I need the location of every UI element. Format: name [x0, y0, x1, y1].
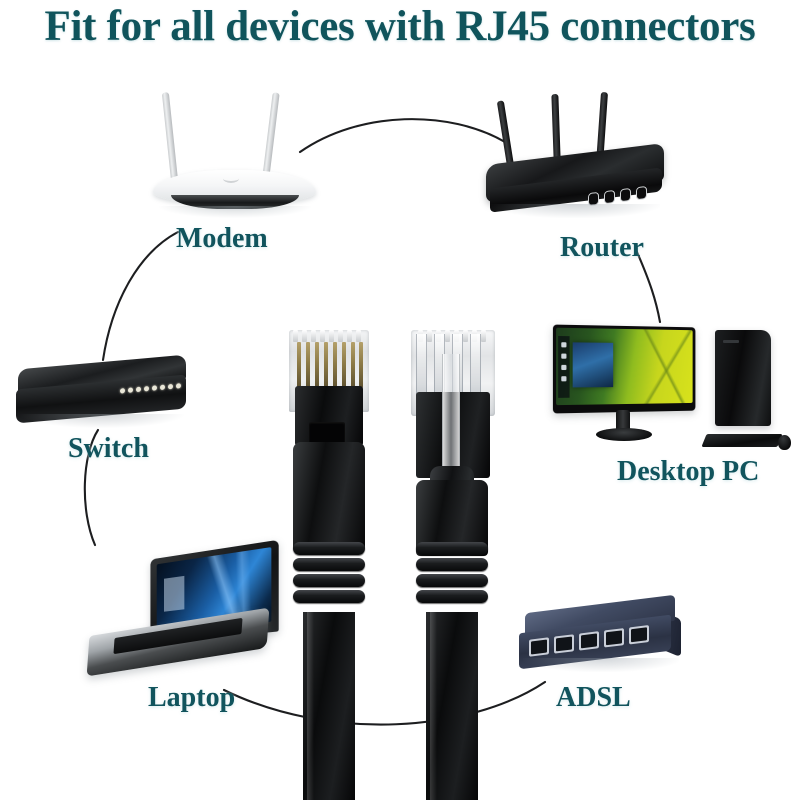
adsl-rj45-port	[629, 625, 649, 645]
router-led	[636, 185, 647, 201]
flat-ethernet-cable	[303, 612, 355, 800]
rj45-connector-rear	[406, 330, 501, 800]
arc-switch-to-modem	[101, 230, 180, 362]
modem-antenna-left	[161, 92, 178, 181]
router-shadow	[490, 204, 660, 218]
switch-led	[168, 383, 173, 390]
switch-led	[120, 388, 125, 394]
mouse	[778, 435, 791, 450]
device-switch	[14, 354, 192, 438]
rj45-boot-ribs	[293, 542, 365, 614]
switch-led	[144, 386, 149, 392]
device-router	[480, 91, 670, 227]
switch-led	[128, 387, 133, 393]
rj45-connector-front	[283, 330, 375, 800]
arc-modem-to-router	[298, 118, 507, 154]
flat-ethernet-cable-rear	[426, 612, 478, 800]
adsl-shadow	[523, 658, 679, 672]
monitor-sidebar-icon	[561, 353, 567, 359]
label-desktop-pc: Desktop PC	[617, 456, 760, 487]
monitor-screen	[556, 327, 693, 406]
monitor-window	[572, 342, 614, 388]
adsl-rj45-port	[529, 637, 549, 657]
label-switch: Switch	[68, 433, 149, 464]
rj45-strain-boot	[293, 442, 365, 552]
device-laptop	[86, 539, 288, 678]
switch-led	[136, 386, 141, 393]
router-led	[604, 189, 615, 205]
device-modem	[145, 92, 325, 218]
label-laptop: Laptop	[148, 682, 236, 713]
switch-shadow	[20, 414, 184, 428]
laptop-screen-tile	[163, 575, 185, 612]
rj45-boot-ribs-rear	[416, 542, 488, 614]
adsl-rj45-port	[579, 631, 599, 651]
label-router: Router	[560, 232, 644, 263]
adsl-rj45-port	[554, 634, 574, 654]
pc-tower-vent	[723, 340, 739, 343]
keyboard	[701, 434, 783, 447]
switch-led	[152, 385, 157, 391]
rj45-top-teeth	[293, 330, 365, 342]
monitor-sidebar-icon	[561, 364, 567, 371]
modem-shadow	[159, 206, 311, 218]
label-adsl: ADSL	[556, 682, 631, 713]
adsl-rj45-port	[604, 628, 624, 648]
label-modem: Modem	[176, 223, 268, 254]
page-title: Fit for all devices with RJ45 connectors	[44, 3, 756, 50]
monitor-sidebar-icon	[561, 342, 567, 348]
monitor-sidebar-icon	[561, 376, 567, 382]
monitor-stand-neck	[616, 410, 630, 432]
device-adsl	[515, 594, 685, 682]
modem-front-vent	[171, 195, 299, 209]
monitor-stand-base	[596, 428, 652, 441]
rj45-latch-strip	[442, 354, 460, 474]
router-led	[620, 187, 631, 203]
device-desktop-pc	[552, 322, 792, 462]
modem-antenna-right	[262, 92, 280, 181]
rj45-gold-pins	[297, 342, 363, 390]
pc-tower	[715, 330, 771, 426]
monitor-sidebar	[558, 335, 570, 398]
switch-led	[160, 384, 165, 391]
monitor-frame	[552, 324, 696, 414]
modem-logo	[223, 174, 239, 183]
monitor-wallpaper-leaf	[633, 327, 693, 406]
